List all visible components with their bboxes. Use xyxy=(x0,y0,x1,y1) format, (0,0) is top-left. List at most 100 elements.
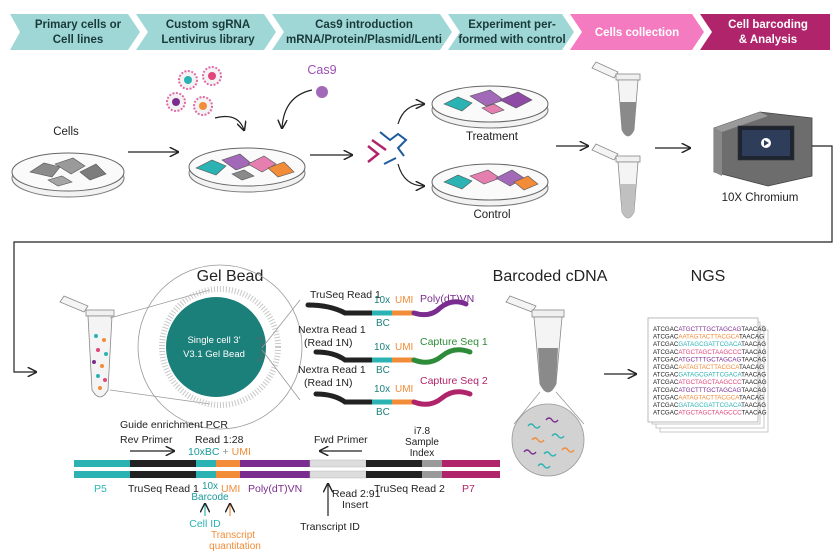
connector-row1-to-row2 xyxy=(13,145,833,372)
oligo-1-capture: Poly(dT)VN xyxy=(420,293,474,305)
step-1-chevron xyxy=(10,14,140,50)
ngs-read-segment: GATAGCGATTCGACA xyxy=(678,372,742,379)
step-2-line2: Lentivirus library xyxy=(161,34,255,46)
bc-umi-label: 10xBC+UMI xyxy=(188,446,251,458)
ngs-read-line: ATCGACAATAGTACTTACGCATAACAG xyxy=(653,364,764,371)
i7-line3: Index xyxy=(410,448,434,459)
ngs-read-segment: ATCGAC xyxy=(653,372,679,379)
arrow-edit-to-control xyxy=(397,163,424,186)
control-label: Control xyxy=(473,209,510,221)
oligo-1-umi: UMI xyxy=(395,295,413,306)
rev-primer-label: Rev Primer xyxy=(120,434,173,446)
oligo-1 xyxy=(305,299,469,318)
step-banner: Primary cells or Cell lines Custom sgRNA… xyxy=(10,14,830,50)
oligo-2-read: Nextra Read 1 xyxy=(298,324,366,336)
ngs-read-segment: ATGCTTTGCTAGCAG xyxy=(678,387,741,394)
ngs-read-line: ATCGACAATAGTACTTACGCATAACAG xyxy=(653,394,764,401)
barcode-line2: Barcode xyxy=(191,492,229,503)
transduced-dish xyxy=(188,147,306,193)
cells-label: Cells xyxy=(53,126,79,138)
oligo-3-bc-top: 10x xyxy=(374,384,390,395)
control-dish xyxy=(431,163,549,207)
gel-bead-title: Gel Bead xyxy=(197,268,264,285)
ngs-sheets xyxy=(647,317,769,433)
polydt-label: Poly(dT)VN xyxy=(248,483,302,495)
ngs-read-segment: TAACAG xyxy=(739,334,764,341)
ngs-read-line: ATCGACATGCTTTGCTAGCAGTAACAG xyxy=(653,387,767,394)
lentivirus-particles xyxy=(166,66,222,116)
ngs-read-segment: ATCGAC xyxy=(653,356,679,363)
oligo-2-bc-bottom: BC xyxy=(376,365,390,376)
umi-bottom-label: UMI xyxy=(221,483,240,495)
ngs-read-segment: ATCGAC xyxy=(653,394,679,401)
bead-tube-icon xyxy=(59,295,115,398)
oligo-2-capture: Capture Seq 1 xyxy=(420,336,488,348)
ngs-read-lines: ATCGACATGCTTTGCTAGCAGTAACAGATCGACAATAGTA… xyxy=(653,326,767,417)
ngs-read-segment: GATAGCGATTCGACA xyxy=(678,402,742,409)
ngs-title: NGS xyxy=(691,268,726,285)
ngs-read-segment: ATGCTAGCTAAGCCC xyxy=(678,349,742,356)
bc-label: 10xBC xyxy=(188,446,220,458)
cas9-protein xyxy=(316,86,328,98)
plus-label: + xyxy=(223,446,229,458)
ngs-read-segment: TAACAG xyxy=(739,364,764,371)
read1-length-label: Read 1:28 xyxy=(195,434,244,446)
ngs-read-segment: TAACAG xyxy=(739,394,764,401)
ngs-read-segment: TAACAG xyxy=(741,341,766,348)
ngs-read-segment: TAACAG xyxy=(742,349,767,356)
ngs-read-segment: TAACAG xyxy=(741,356,766,363)
fwd-primer-label: Fwd Primer xyxy=(314,434,368,446)
oligo-1-bc-top: 10x xyxy=(374,295,390,306)
cdna-tube-icon xyxy=(505,295,585,425)
oligo-3-read: Nextra Read 1 xyxy=(298,364,366,376)
step-3-chevron xyxy=(272,14,452,50)
ngs-read-line: ATCGACAATAGTACTTACGCATAACAG xyxy=(653,334,764,341)
cas9-sgrna-complex-icon xyxy=(367,131,408,165)
arrow-cas9-to-dish xyxy=(282,89,313,128)
ngs-read-segment: ATCGAC xyxy=(653,326,679,333)
arrow-edit-to-treatment xyxy=(397,104,424,125)
barcode-line1: 10x xyxy=(202,481,218,492)
ngs-read-line: ATCGACGATAGCGATTCGACATAACAG xyxy=(653,372,766,379)
p5-label: P5 xyxy=(94,483,107,495)
oligo-3 xyxy=(313,389,473,407)
read2-line2: Insert xyxy=(342,499,368,511)
zoom-line-top xyxy=(109,289,211,319)
treatment-dish xyxy=(431,85,549,129)
read2-line1: Read 2:91 xyxy=(332,488,381,500)
i7-line2: Sample xyxy=(405,437,439,448)
ngs-read-segment: ATGCTTTGCTAGCAG xyxy=(678,326,741,333)
ngs-read-segment: ATCGAC xyxy=(653,334,679,341)
ngs-read-segment: ATCGAC xyxy=(653,341,679,348)
cas9-label: Cas9 xyxy=(307,63,336,77)
ngs-read-segment: ATCGAC xyxy=(653,402,679,409)
oligo-2-bc-top: 10x xyxy=(374,342,390,353)
oligo-3-umi: UMI xyxy=(395,384,413,395)
ngs-read-segment: ATCGAC xyxy=(653,379,679,386)
i7-line1: i7.8 xyxy=(414,426,431,437)
oligo-1-bc-bottom: BC xyxy=(376,318,390,329)
arrow-virus-to-dish xyxy=(214,115,244,131)
p7-label: P7 xyxy=(462,483,475,495)
barcoded-cdna-title: Barcoded cDNA xyxy=(493,268,608,285)
ngs-read-line: ATCGACATGCTAGCTAAGCCCTAACAG xyxy=(653,410,767,417)
ngs-read-segment: ATCGAC xyxy=(653,410,679,417)
ngs-read-segment: TAACAG xyxy=(741,326,766,333)
ngs-read-line: ATCGACATGCTAGCTAAGCCCTAACAG xyxy=(653,379,767,386)
step-2-line1: Custom sgRNA xyxy=(166,19,250,31)
ngs-read-segment: ATGCTTTGCTAGCAG xyxy=(678,356,741,363)
guide-pcr-label: Guide enrichment PCR xyxy=(120,419,228,431)
ngs-read-segment: GATAGCGATTCGACA xyxy=(678,341,742,348)
treatment-label: Treatment xyxy=(466,131,519,143)
cell-id-label: Cell ID xyxy=(189,518,221,530)
ngs-read-segment: TAACAG xyxy=(742,410,767,417)
step-4-line1: Experiment per- xyxy=(468,19,556,31)
quant-line2: quantitation xyxy=(209,541,261,552)
ngs-read-segment: ATCGAC xyxy=(653,364,679,371)
umi-label-top: UMI xyxy=(232,446,251,458)
ngs-read-segment: AATAGTACTTACGCA xyxy=(678,334,740,341)
bead-label-line2: V3.1 Gel Bead xyxy=(183,349,245,360)
step-6-line1: Cell barcoding xyxy=(728,19,808,31)
